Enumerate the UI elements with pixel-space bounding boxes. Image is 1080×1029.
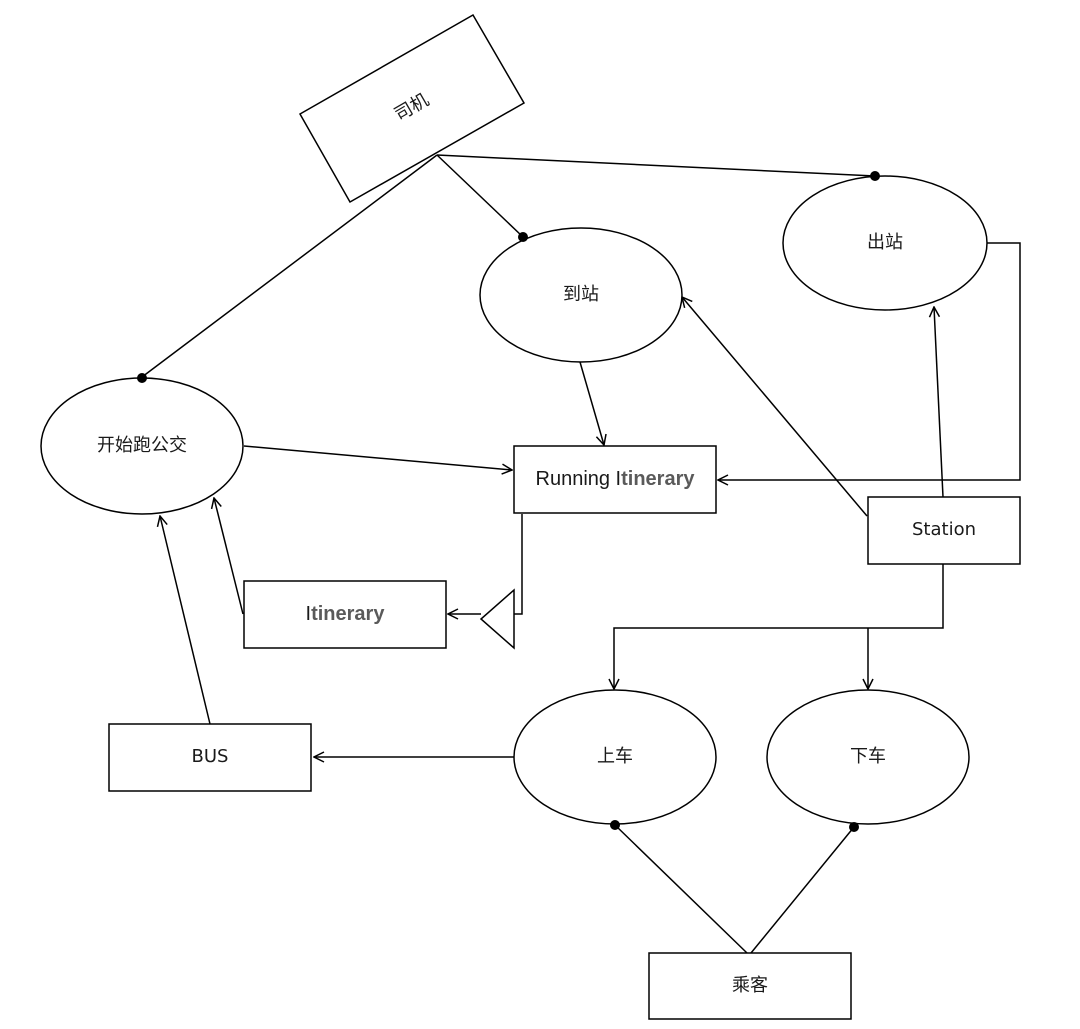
- association-dots: [137, 171, 880, 832]
- edge-driver-arrive: [436, 154, 524, 238]
- class-itinerary-box: [243, 580, 447, 649]
- edge-depart-running-itinerary: [718, 242, 1021, 480]
- use-case-alight-ellipse: [766, 689, 970, 825]
- actor-driver-box: [298, 13, 526, 204]
- use-case-depart-station: 出站: [782, 175, 988, 311]
- edge-station-depart: [934, 307, 944, 498]
- edge-station-arrive: [682, 297, 868, 517]
- itinerary-prefix: I: [306, 603, 312, 625]
- edge-driver-depart: [436, 154, 876, 177]
- actor-driver: 司机: [298, 13, 526, 204]
- use-case-depart-station-ellipse: [782, 175, 988, 311]
- dot-board: [610, 820, 620, 830]
- edge-driver-start-bus: [141, 154, 438, 378]
- class-bus-box: [108, 723, 312, 792]
- edge-arrive-running-itinerary: [579, 361, 604, 445]
- class-bus: BUS: [108, 723, 312, 792]
- running-itinerary-prefix: Running I: [536, 468, 622, 490]
- edge-bus-start-bus: [160, 516, 211, 725]
- edge-passenger-alight: [750, 826, 855, 954]
- dot-start-bus: [137, 373, 147, 383]
- edge-start-bus-running-itinerary: [243, 445, 512, 470]
- aggregation-triangle: [479, 588, 515, 650]
- class-station: Station: [867, 496, 1021, 565]
- class-running-itinerary-label: Running Itinerary: [536, 468, 696, 490]
- use-case-board-label: 上车: [597, 746, 633, 767]
- class-itinerary-label: Itinerary: [306, 603, 386, 625]
- running-itinerary-suffix: tinerary: [621, 468, 695, 490]
- class-bus-label: BUS: [192, 746, 229, 767]
- edge-running-itinerary-itinerary: [514, 514, 523, 615]
- actor-passenger-box: [648, 952, 852, 1020]
- dot-arrive-station: [518, 232, 528, 242]
- actor-passenger: 乘客: [648, 952, 852, 1020]
- use-case-alight: 下车: [766, 689, 970, 825]
- connectors: [141, 154, 1021, 954]
- use-case-start-bus: 开始跑公交: [40, 377, 244, 515]
- dot-depart-station: [870, 171, 880, 181]
- use-case-depart-station-label: 出站: [867, 232, 903, 253]
- use-case-alight-label: 下车: [850, 746, 886, 767]
- class-running-itinerary-box: [513, 445, 717, 514]
- dot-alight: [849, 822, 859, 832]
- use-case-arrive-station: 到站: [479, 227, 683, 363]
- edge-itinerary-start-bus: [214, 498, 244, 615]
- use-case-arrive-station-ellipse: [479, 227, 683, 363]
- use-case-board: 上车: [513, 689, 717, 825]
- class-station-box: [867, 496, 1021, 565]
- use-case-start-bus-label: 开始跑公交: [97, 435, 187, 456]
- class-itinerary: Itinerary: [243, 580, 447, 649]
- edge-passenger-board: [614, 824, 748, 954]
- itinerary-suffix: tinerary: [311, 603, 385, 625]
- actor-passenger-label: 乘客: [732, 975, 768, 996]
- use-case-arrive-station-label: 到站: [563, 284, 599, 305]
- class-running-itinerary: Running Itinerary: [513, 445, 717, 514]
- edge-station-board: [614, 564, 944, 689]
- class-station-label: Station: [912, 519, 976, 540]
